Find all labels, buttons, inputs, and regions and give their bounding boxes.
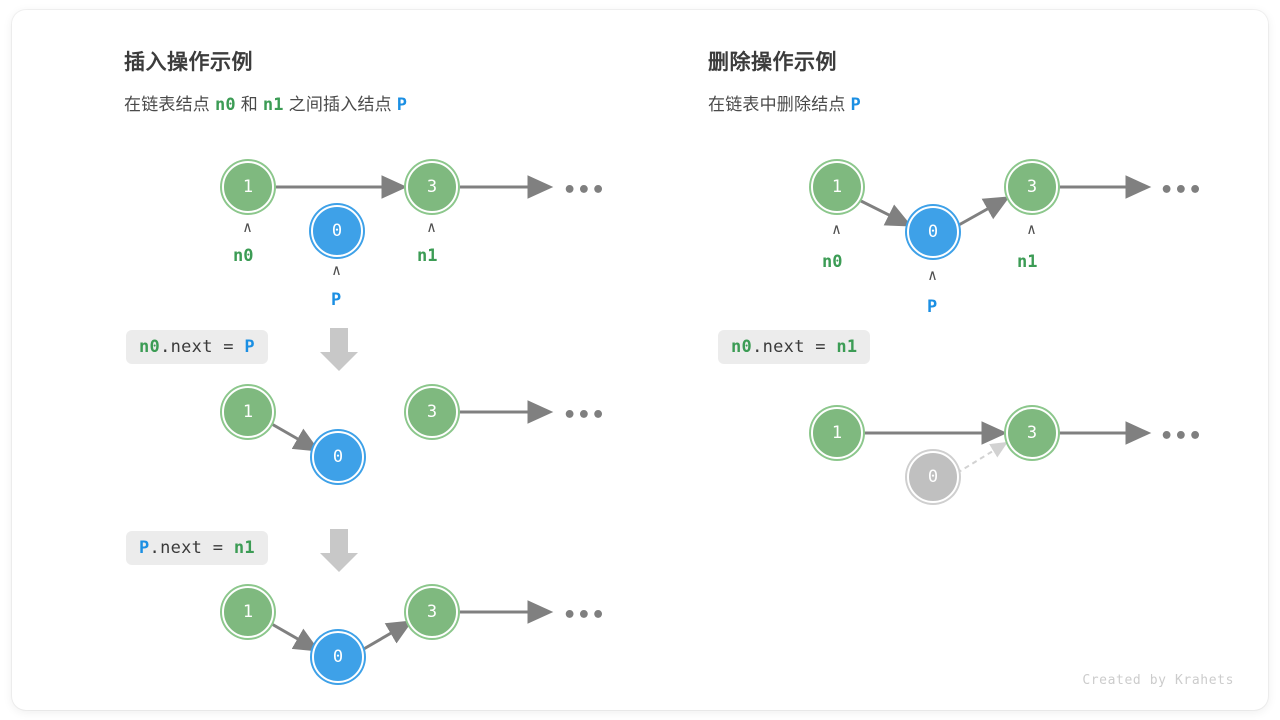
- subtitle-text-2: 之间插入结点: [283, 95, 397, 114]
- credit-text: Created by Krahets: [1082, 673, 1234, 688]
- ellipsis-dots: •••: [563, 178, 606, 203]
- figure-card: 插入操作示例 在链表结点 n0 和 n1 之间插入结点 P 1 ∧: [12, 10, 1268, 710]
- panel-insert-title: 插入操作示例: [124, 51, 253, 74]
- down-arrow-icon-2: [320, 529, 358, 572]
- insert-row-3-edges: [269, 600, 554, 652]
- delete-row-1-edges: [858, 175, 1152, 228]
- code2-token-p: P: [139, 538, 150, 558]
- caret-n1: ∧: [427, 218, 437, 236]
- del-subtitle-var-p: P: [850, 95, 861, 115]
- node-0-row2: 0: [312, 431, 364, 483]
- caret-p: ∧: [332, 261, 342, 279]
- label-p: P: [331, 290, 342, 310]
- label-n0-delete: n0: [822, 252, 843, 272]
- node-n0: 1: [222, 161, 274, 213]
- code-token-n0: n0: [139, 337, 161, 357]
- caret-n1-delete: ∧: [1027, 220, 1037, 238]
- panel-delete: 删除操作示例 在链表中删除结点 P 1 ∧ n: [602, 10, 1268, 710]
- subtitle-text-0: 在链表结点: [124, 95, 215, 114]
- label-n0: n0: [233, 246, 254, 266]
- node-0-row3: 0: [312, 631, 364, 683]
- label-p-delete: P: [927, 297, 938, 317]
- label-n1-delete: n1: [1017, 252, 1038, 272]
- del-subtitle-text-0: 在链表中删除结点: [708, 95, 851, 114]
- del-code-token-n0: n0: [731, 337, 753, 357]
- code-token-next: .next =: [160, 337, 245, 357]
- ellipsis-dots-row2: •••: [563, 403, 606, 428]
- code-n0-next-eq-p: n0.next = P: [126, 330, 268, 364]
- node-1-row2: 1: [222, 386, 274, 438]
- panel-delete-title: 删除操作示例: [708, 51, 837, 74]
- caret-n0: ∧: [243, 218, 253, 236]
- subtitle-var-n1: n1: [262, 95, 284, 115]
- node-0-deleted: 0: [907, 451, 959, 503]
- node-n0-delete: 1: [811, 161, 863, 213]
- node-3-row3: 3: [406, 586, 458, 638]
- code-token-p: P: [244, 337, 255, 357]
- node-n1-delete: 3: [1006, 161, 1058, 213]
- insert-row-2-edges: [269, 400, 554, 452]
- code2-token-next: .next =: [149, 538, 234, 558]
- code2-token-n1: n1: [233, 538, 255, 558]
- ellipsis-dots-delete-row2: •••: [1160, 424, 1203, 449]
- ellipsis-dots-row3: •••: [563, 603, 606, 628]
- ellipsis-dots-delete-row1: •••: [1160, 178, 1203, 203]
- node-3-delete-row2: 3: [1006, 407, 1058, 459]
- node-p: 0: [311, 205, 363, 257]
- subtitle-text-1: 和: [235, 95, 263, 114]
- delete-row-2-edges: [861, 421, 1152, 474]
- code-n0-next-eq-n1: n0.next = n1: [718, 330, 871, 364]
- del-code-token-n1: n1: [836, 337, 858, 357]
- caret-n0-delete: ∧: [832, 220, 842, 238]
- node-1-row3: 1: [222, 586, 274, 638]
- panel-insert: 插入操作示例 在链表结点 n0 和 n1 之间插入结点 P 1 ∧: [12, 10, 640, 710]
- node-3-row2: 3: [406, 386, 458, 438]
- label-n1: n1: [417, 246, 438, 266]
- code-p-next-eq-n1: P.next = n1: [126, 531, 268, 565]
- subtitle-var-p: P: [396, 95, 408, 115]
- subtitle-var-n0: n0: [214, 95, 236, 115]
- node-1-delete-row2: 1: [811, 407, 863, 459]
- caret-p-delete: ∧: [928, 266, 938, 284]
- panel-delete-subtitle: 在链表中删除结点 P: [708, 90, 861, 115]
- node-p-delete: 0: [907, 206, 959, 258]
- panel-insert-subtitle: 在链表结点 n0 和 n1 之间插入结点 P: [124, 90, 407, 115]
- insert-row-1-edges: [276, 175, 554, 199]
- down-arrow-icon-1: [320, 328, 358, 371]
- node-n1: 3: [406, 161, 458, 213]
- del-code-token-next: .next =: [752, 337, 837, 357]
